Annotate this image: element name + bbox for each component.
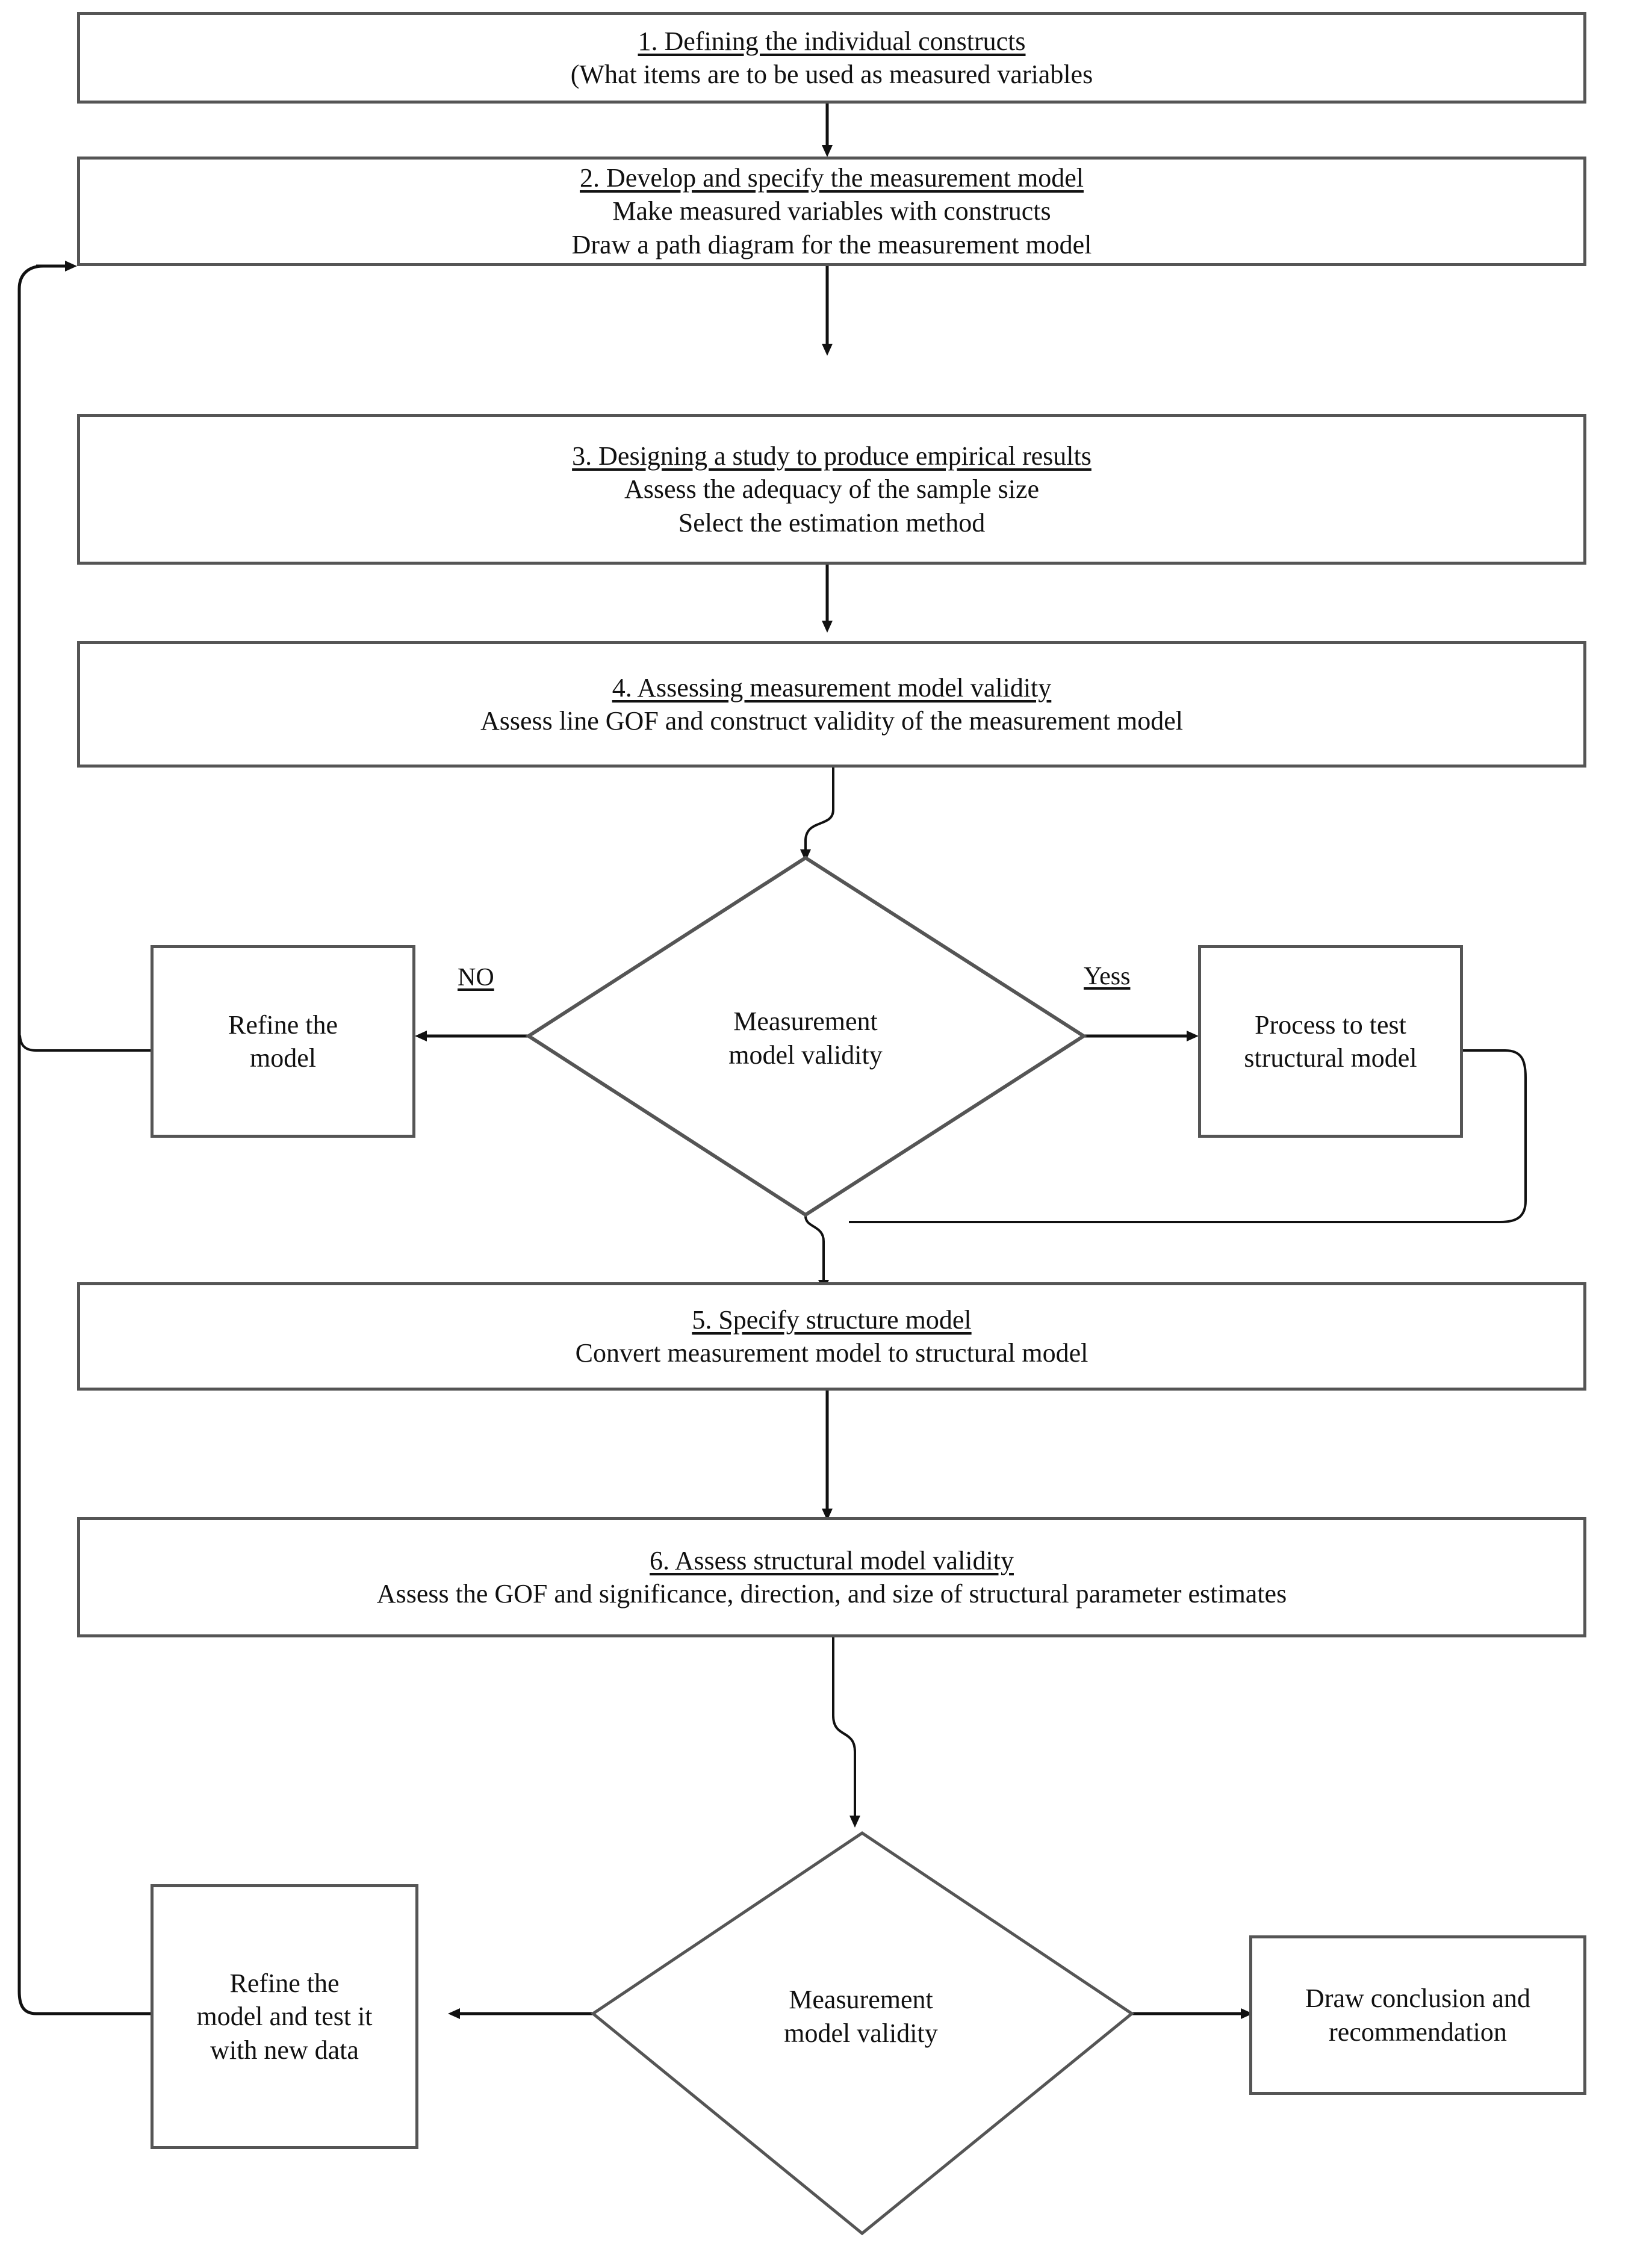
process-test-line-2: structural model — [1244, 1043, 1417, 1073]
process-test-line-1: Process to test — [1255, 1010, 1406, 1040]
step6-heading: 6. Assess structural model validity — [650, 1545, 1014, 1575]
decision2-label: Measurement model validity — [686, 1975, 1036, 2059]
step4-line-1: Assess line GOF and construct validity o… — [480, 706, 1183, 736]
refine-new-data-line-3: with new data — [210, 2035, 359, 2065]
refine-new-data-line-1: Refine the — [229, 1968, 340, 1998]
step2-heading: 2. Develop and specify the measurement m… — [580, 163, 1084, 193]
step2-line-2: Draw a path diagram for the measurement … — [571, 229, 1092, 259]
edge-label-yess: Yess — [1084, 963, 1131, 990]
edge-label-no: NO — [458, 964, 494, 991]
step1-box[interactable]: 1. Defining the individual constructs (W… — [77, 12, 1586, 104]
step6-line-1: Assess the GOF and significance, directi… — [376, 1579, 1287, 1608]
refine-new-data-box[interactable]: Refine the model and test it with new da… — [151, 1884, 418, 2149]
process-test-box[interactable]: Process to test structural model — [1198, 945, 1463, 1138]
step5-line-1: Convert measurement model to structural … — [575, 1338, 1088, 1368]
step2-line-1: Make measured variables with constructs — [612, 196, 1051, 226]
decision1-line-2: model validity — [728, 1040, 883, 1070]
refine-model-box[interactable]: Refine the model — [151, 945, 415, 1138]
edge-feedback-refine-join — [19, 1035, 151, 1052]
step6-box[interactable]: 6. Assess structural model validity Asse… — [77, 1517, 1586, 1637]
edge-step6-decision2 — [832, 1637, 860, 1828]
step4-heading: 4. Assessing measurement model validity — [612, 672, 1052, 703]
step2-box[interactable]: 2. Develop and specify the measurement m… — [77, 157, 1586, 266]
refine-new-data-line-2: model and test it — [196, 2002, 373, 2032]
edge-step4-decision1 — [800, 768, 834, 861]
step3-line-1: Assess the adequacy of the sample size — [624, 474, 1040, 504]
step3-line-2: Select the estimation method — [678, 507, 986, 538]
decision2-line-2: model validity — [784, 2018, 938, 2048]
conclusion-line-1: Draw conclusion and — [1305, 1984, 1530, 2014]
decision1-line-1: Measurement — [733, 1006, 878, 1036]
conclusion-box[interactable]: Draw conclusion and recommendation — [1249, 1935, 1586, 2095]
decision2-line-1: Measurement — [789, 1984, 933, 2014]
step3-box[interactable]: 3. Designing a study to produce empirica… — [77, 414, 1586, 565]
conclusion-line-2: recommendation — [1329, 2017, 1507, 2047]
edge-decision1-step5 — [804, 1215, 829, 1292]
decision1-label: Measurement model validity — [631, 996, 980, 1081]
refine-model-line-2: model — [250, 1043, 316, 1073]
step5-heading: 5. Specify structure model — [692, 1304, 972, 1335]
step1-line-1: (What items are to be used as measured v… — [570, 60, 1093, 89]
step5-box[interactable]: 5. Specify structure model Convert measu… — [77, 1282, 1586, 1391]
refine-model-line-1: Refine the — [228, 1010, 338, 1040]
step1-heading: 1. Defining the individual constructs — [638, 26, 1026, 56]
step3-heading: 3. Designing a study to produce empirica… — [572, 441, 1092, 471]
step4-box[interactable]: 4. Assessing measurement model validity … — [77, 641, 1586, 768]
